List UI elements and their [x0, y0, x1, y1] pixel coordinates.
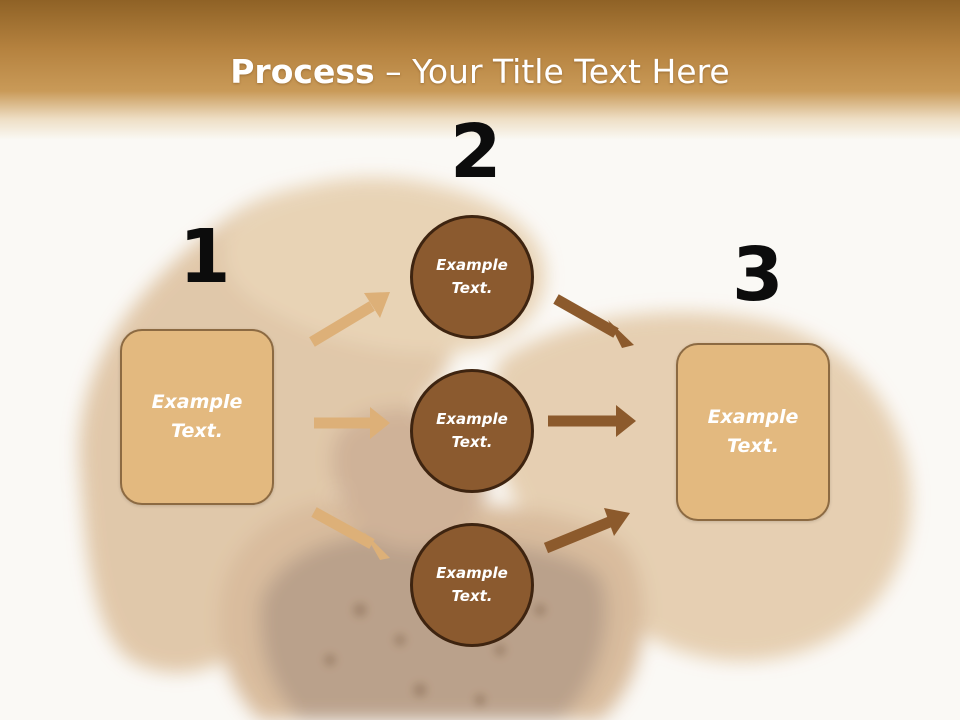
step-circle-bottom: Example Text.	[410, 523, 534, 647]
step-circle-top: Example Text.	[410, 215, 534, 339]
step-circle-middle-label: Example Text.	[436, 410, 508, 451]
title-rest: – Your Title Text Here	[374, 52, 730, 91]
step-box-right-label: Example Text.	[707, 406, 799, 457]
step-circle-bottom-label: Example Text.	[436, 564, 508, 605]
step-number-3: 3	[732, 232, 784, 318]
step-number-1: 1	[179, 214, 231, 300]
slide-title: Process – Your Title Text Here	[0, 52, 960, 91]
arrow-circle-bottom-to-box3	[543, 508, 630, 554]
step-circle-middle: Example Text.	[410, 369, 534, 493]
step-box-left: Example Text.	[120, 329, 274, 505]
step-circle-top-label: Example Text.	[436, 256, 508, 297]
step-box-left-label: Example Text.	[151, 391, 243, 442]
header-banner	[0, 0, 960, 140]
step-number-2: 2	[450, 109, 502, 195]
arrow-box1-to-circle-bottom	[311, 507, 390, 560]
step-box-right: Example Text.	[676, 343, 830, 521]
arrow-circle-top-to-box3	[553, 294, 634, 348]
arrow-box1-to-circle-top	[309, 292, 390, 347]
title-bold: Process	[230, 52, 375, 91]
arrow-circle-middle-to-box3	[548, 405, 636, 437]
arrow-box1-to-circle-middle	[314, 407, 390, 439]
